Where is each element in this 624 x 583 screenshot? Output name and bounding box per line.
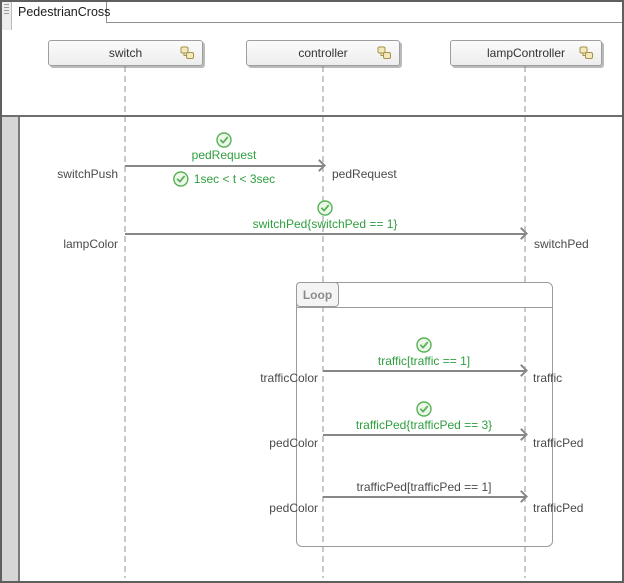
source-event-label: trafficColor [260, 371, 318, 385]
message-arrow[interactable] [323, 428, 528, 441]
loop-operator-label: Loop [302, 287, 333, 302]
verified-check-icon [216, 132, 232, 148]
grip-ridges-icon [4, 4, 9, 15]
lifeline-name: lampController [486, 46, 566, 60]
lifeline-head-lampcontroller[interactable]: lampController [450, 40, 602, 66]
verified-check-icon [416, 401, 432, 417]
target-event-label: pedRequest [332, 167, 397, 181]
lifeline-name: controller [298, 46, 348, 60]
loop-fragment-header [297, 283, 552, 308]
header-canvas-divider [0, 115, 624, 117]
constraint-text: 1sec < t < 3sec [193, 172, 276, 186]
target-event-label: trafficPed [533, 501, 584, 515]
target-event-label: trafficPed [533, 436, 584, 450]
tabbar-divider [107, 22, 624, 23]
lifeline-name: switch [108, 46, 143, 60]
lifeline-head-controller[interactable]: controller [246, 40, 400, 66]
message-arrow[interactable] [323, 364, 528, 377]
message-arrow[interactable] [125, 227, 528, 240]
source-event-label: pedColor [269, 436, 318, 450]
verified-check-icon [173, 171, 189, 187]
message-label[interactable]: traffic[traffic == 1] [377, 354, 471, 368]
tab-pedestriancross[interactable]: PedestrianCross [12, 0, 111, 23]
message-label[interactable]: trafficPed{trafficPed == 3} [355, 418, 493, 432]
panel-grip-handle[interactable] [2, 2, 12, 30]
loop-fragment[interactable]: Loop [296, 282, 553, 547]
message-label[interactable]: pedRequest [191, 148, 257, 162]
target-event-label: switchPed [534, 237, 589, 251]
verified-check-icon [317, 200, 333, 216]
message-arrow[interactable] [125, 159, 326, 172]
component-icon [180, 46, 194, 59]
left-gutter [2, 117, 20, 581]
tab-title: PedestrianCross [18, 4, 111, 19]
verified-check-icon [416, 337, 432, 353]
component-icon [579, 46, 593, 59]
message-constraint[interactable]: 1sec < t < 3sec [173, 171, 275, 187]
source-event-label: switchPush [57, 167, 118, 181]
message-label[interactable]: switchPed{switchPed == 1} [252, 217, 398, 231]
source-event-label: pedColor [269, 501, 318, 515]
lifeline-head-switch[interactable]: switch [48, 40, 203, 66]
component-icon [377, 46, 391, 59]
loop-operator-tab[interactable]: Loop [296, 282, 339, 307]
target-event-label: traffic [533, 371, 563, 385]
message-arrow[interactable] [323, 490, 528, 503]
source-event-label: lampColor [63, 237, 118, 251]
message-label[interactable]: trafficPed[trafficPed == 1] [356, 480, 492, 494]
lifeline-lampcontroller[interactable] [524, 66, 526, 578]
lifeline-controller[interactable] [322, 66, 324, 578]
lifeline-switch[interactable] [124, 66, 126, 578]
